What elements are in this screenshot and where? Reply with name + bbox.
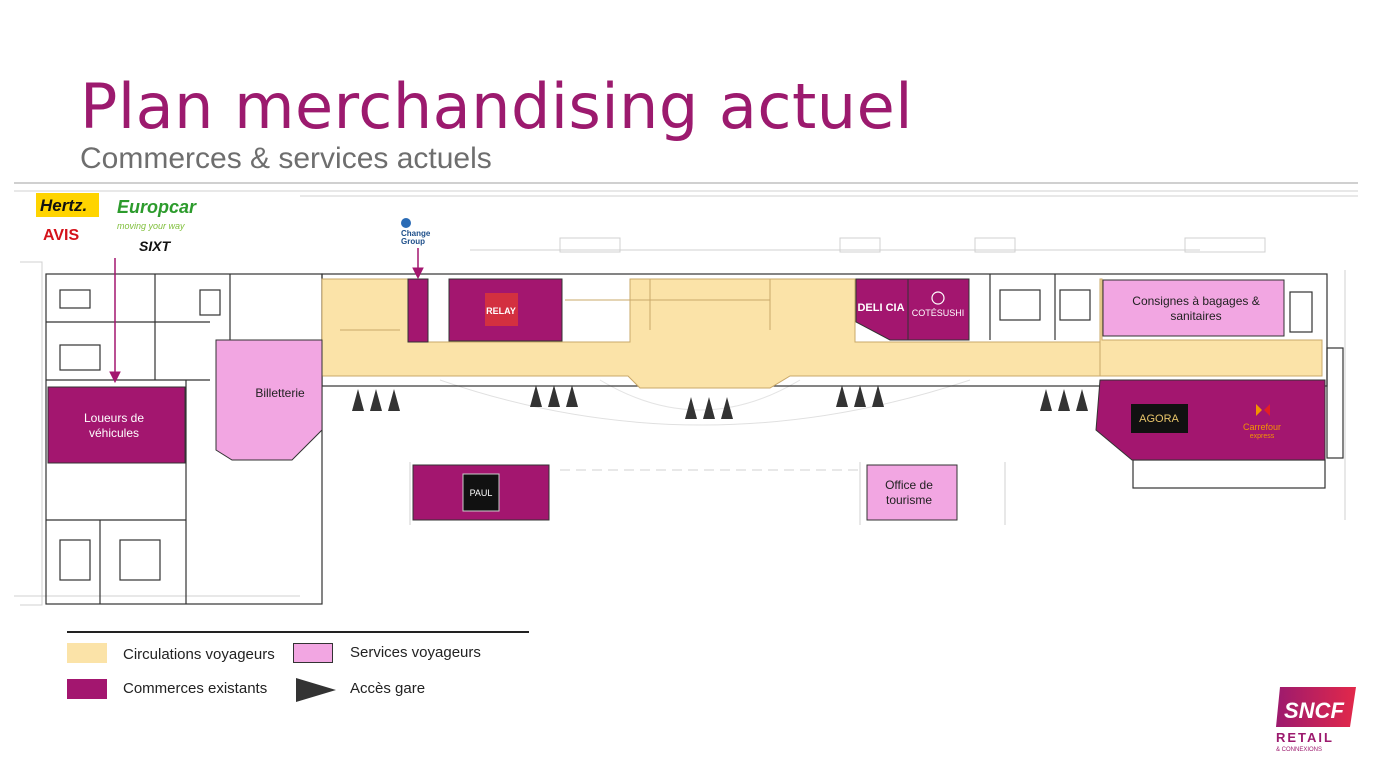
change-group-label-2: Group <box>401 237 425 246</box>
rental-logos: Hertz. Europcar moving your way AVIS SIX… <box>36 193 197 254</box>
legend-swatch-circulations <box>67 643 107 663</box>
retail-logo-text: RETAIL <box>1276 730 1334 745</box>
europcar-logo: Europcar <box>117 197 197 217</box>
label-office-2: tourisme <box>886 493 932 507</box>
access-arrow <box>352 389 364 411</box>
page-title: Plan merchandising actuel <box>80 70 913 143</box>
services-zones <box>215 279 1285 521</box>
label-billetterie: Billetterie <box>255 386 305 400</box>
access-arrow <box>388 389 400 411</box>
label-carrefour-2: express <box>1250 433 1275 440</box>
access-arrow <box>685 397 697 419</box>
legend-arrow-icon <box>296 678 336 702</box>
access-arrow <box>1040 389 1052 411</box>
access-arrow <box>566 385 578 407</box>
page-subtitle: Commerces & services actuels <box>80 142 492 175</box>
legend-swatch-commerces <box>67 679 107 699</box>
label-agora: AGORA <box>1139 413 1179 425</box>
label-relay: RELAY <box>486 306 516 316</box>
sncf-logo-text: SNCF <box>1284 698 1344 723</box>
hertz-logo: Hertz. <box>40 196 87 215</box>
label-consignes-1: Consignes à bagages & <box>1132 294 1259 308</box>
commerce-zones <box>47 278 1326 521</box>
legend-divider <box>67 631 529 633</box>
label-carrefour-1: Carrefour <box>1243 422 1281 432</box>
plan-outline <box>14 182 1358 606</box>
change-group-label-1: Change <box>401 229 431 238</box>
label-loueurs-1: Loueurs de <box>84 411 144 425</box>
access-arrow <box>1076 389 1088 411</box>
legend-swatch-services <box>293 643 333 663</box>
legend-commerces: Commerces existants <box>123 680 268 697</box>
pointer-arrows <box>109 248 424 384</box>
access-arrow <box>836 385 848 407</box>
access-arrow <box>872 385 884 407</box>
label-delicia: DELI CIA <box>857 302 904 314</box>
legend-services: Services voyageurs <box>350 644 481 661</box>
sncf-retail-logo: SNCF RETAIL & CONNEXIONS <box>1276 687 1356 753</box>
zone-labels: Loueurs de véhicules Billetterie RELAY D… <box>84 294 1281 507</box>
access-arrow <box>530 385 542 407</box>
sixt-logo: SIXT <box>139 238 172 254</box>
access-arrow <box>548 385 560 407</box>
label-loueurs-2: véhicules <box>89 426 139 440</box>
label-cotesushi: COTÉSUSHI <box>912 308 965 318</box>
access-arrow <box>721 397 733 419</box>
circulation-zone <box>321 278 1323 389</box>
access-arrow <box>1058 389 1070 411</box>
legend-circulations: Circulations voyageurs <box>123 646 275 663</box>
europcar-tagline: moving your way <box>117 221 185 231</box>
label-consignes-2: sanitaires <box>1170 309 1221 323</box>
connexions-logo-text: & CONNEXIONS <box>1276 747 1322 753</box>
building-walls <box>45 273 1344 605</box>
label-paul: PAUL <box>470 488 493 498</box>
label-office-1: Office de <box>885 478 933 492</box>
access-arrow <box>703 397 715 419</box>
access-arrow <box>854 385 866 407</box>
access-arrow <box>370 389 382 411</box>
legend-acces: Accès gare <box>350 680 426 697</box>
brand-badges <box>462 291 1270 512</box>
change-group-logo: Change Group <box>401 218 431 246</box>
access-arrows <box>352 385 1088 419</box>
avis-logo: AVIS <box>43 227 79 244</box>
